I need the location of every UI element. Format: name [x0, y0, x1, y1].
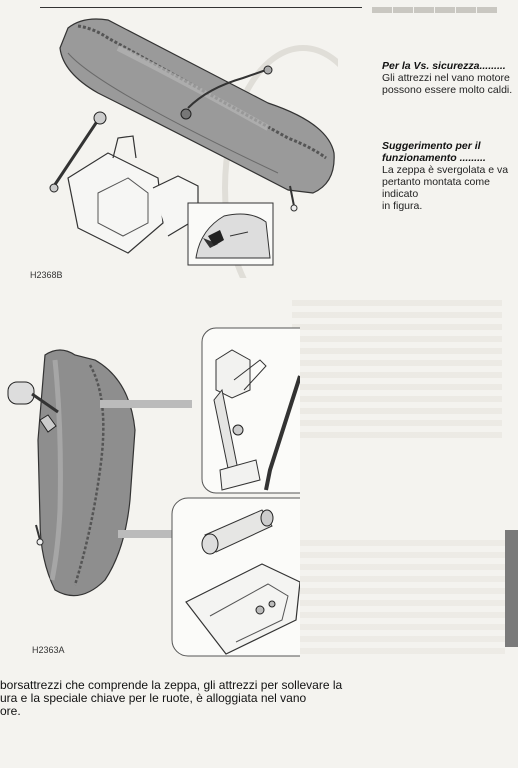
tip-note-line-1: La zeppa è svergolata e va [382, 164, 509, 176]
bottom-figure-code: H2363A [32, 645, 65, 655]
safety-note-title: Per la Vs. sicurezza......... [382, 60, 506, 72]
tip-note-line-2: pertanto montata come indicato [382, 176, 490, 200]
caption-line-2: ura e la speciale chiave per le ruote, è… [0, 691, 307, 705]
safety-note-line-1: Gli attrezzi nel vano motore [382, 72, 510, 84]
tip-note-title-2: funzionamento ......... [382, 152, 486, 164]
top-figure-code: H2368B [30, 270, 63, 280]
tip-note-line-3: in figura. [382, 200, 423, 212]
jack-tools-illustration [7, 327, 300, 657]
caption-line-1: borsattrezzi che comprende la zeppa, gli… [0, 678, 343, 692]
tip-note-title: Suggerimento per il [382, 140, 481, 152]
tool-bag-illustration [49, 18, 338, 278]
bleed-through-block [292, 300, 502, 440]
top-rule [40, 7, 362, 8]
tip-note: Suggerimento per il funzionamento ......… [382, 140, 516, 212]
body-caption: borsattrezzi che comprende la zeppa, gli… [0, 678, 343, 718]
caption-line-3: ore. [0, 704, 21, 718]
safety-note: Per la Vs. sicurezza......... Gli attrez… [382, 60, 516, 96]
section-tab-marker [505, 530, 518, 647]
safety-note-line-2: possono essere molto caldi. [382, 84, 513, 96]
bleed-through-heading: ▬▬▬▬▬▬ [372, 0, 498, 18]
bleed-through-block-2 [300, 540, 505, 660]
